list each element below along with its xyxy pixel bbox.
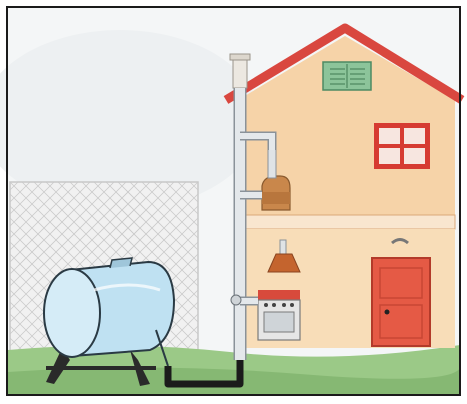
upper-window xyxy=(374,123,430,169)
chimney xyxy=(230,54,250,88)
propane-tank xyxy=(44,258,174,386)
attic-vent xyxy=(323,62,371,90)
stove xyxy=(258,290,300,340)
